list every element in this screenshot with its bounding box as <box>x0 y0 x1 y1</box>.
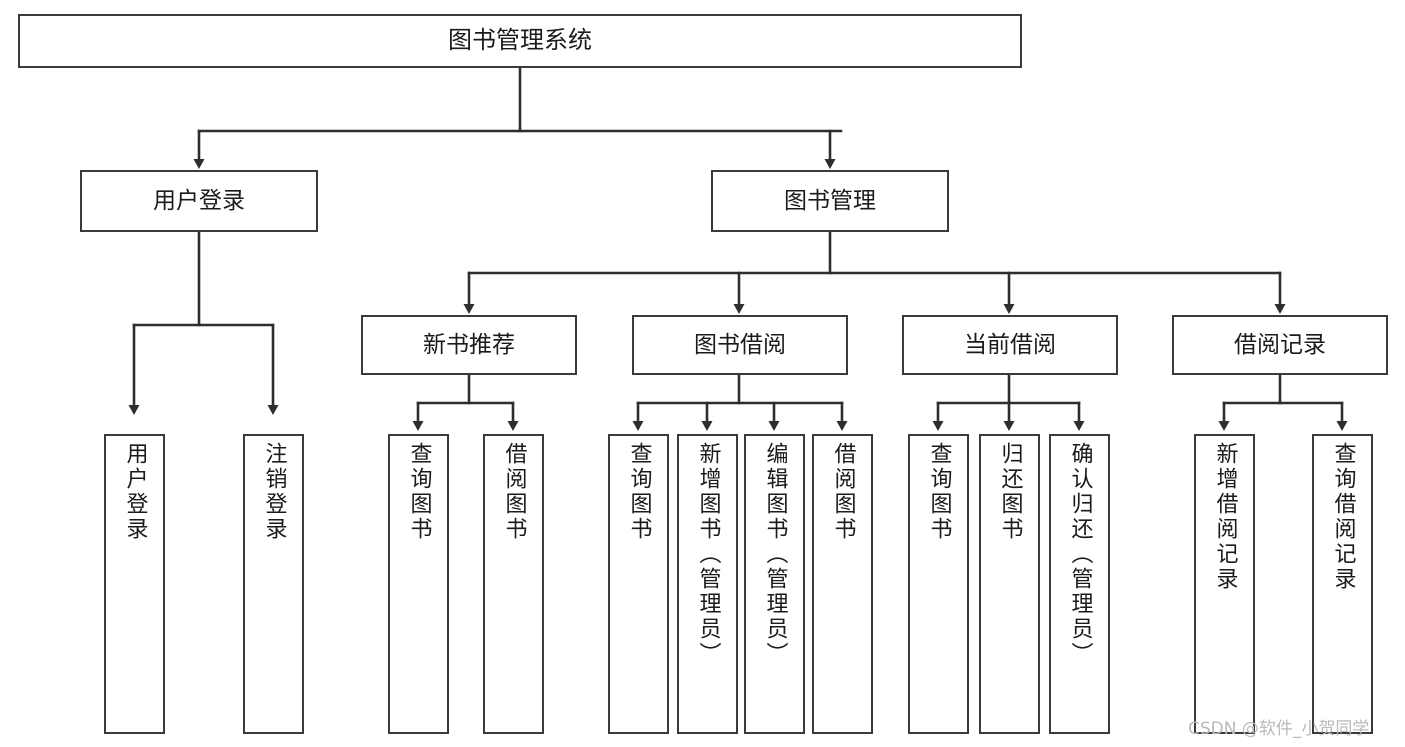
node-label: 图书管理 <box>784 187 876 214</box>
node-leaf-query-book-recommend[interactable]: 查询图书 <box>388 434 449 734</box>
node-book-borrow[interactable]: 图书借阅 <box>632 315 848 375</box>
node-label: 查询借阅记录 <box>1330 442 1356 592</box>
node-label: 查询图书 <box>626 442 652 542</box>
node-borrow-record[interactable]: 借阅记录 <box>1172 315 1388 375</box>
node-label: 用户登录 <box>122 442 148 542</box>
node-new-book-recommend[interactable]: 新书推荐 <box>361 315 577 375</box>
node-leaf-add-book-admin[interactable]: 新增图书（管理员） <box>677 434 738 734</box>
node-label: 查询图书 <box>406 442 432 542</box>
node-label: 新增借阅记录 <box>1212 442 1238 592</box>
node-label: 借阅图书 <box>830 442 856 542</box>
node-root-book-management-system[interactable]: 图书管理系统 <box>18 14 1022 68</box>
node-label: 借阅记录 <box>1234 331 1326 358</box>
node-leaf-add-borrow-record[interactable]: 新增借阅记录 <box>1194 434 1255 734</box>
node-label: 归还图书 <box>997 442 1023 542</box>
node-leaf-query-book-borrow[interactable]: 查询图书 <box>608 434 669 734</box>
node-label: 新增图书（管理员） <box>695 442 721 667</box>
node-label: 当前借阅 <box>964 331 1056 358</box>
node-leaf-confirm-return-admin[interactable]: 确认归还（管理员） <box>1049 434 1110 734</box>
node-user-login[interactable]: 用户登录 <box>80 170 318 232</box>
node-label: 编辑图书（管理员） <box>762 442 788 667</box>
node-label: 新书推荐 <box>423 331 515 358</box>
node-leaf-return-book[interactable]: 归还图书 <box>979 434 1040 734</box>
node-leaf-borrow-book[interactable]: 借阅图书 <box>812 434 873 734</box>
node-label: 用户登录 <box>153 187 245 214</box>
node-leaf-borrow-book-recommend[interactable]: 借阅图书 <box>483 434 544 734</box>
node-leaf-query-borrow-record[interactable]: 查询借阅记录 <box>1312 434 1373 734</box>
node-current-borrow[interactable]: 当前借阅 <box>902 315 1118 375</box>
node-label: 确认归还（管理员） <box>1067 442 1093 667</box>
node-leaf-edit-book-admin[interactable]: 编辑图书（管理员） <box>744 434 805 734</box>
node-label: 借阅图书 <box>501 442 527 542</box>
node-book-management[interactable]: 图书管理 <box>711 170 949 232</box>
node-label: 图书管理系统 <box>448 26 592 55</box>
node-leaf-query-book-current[interactable]: 查询图书 <box>908 434 969 734</box>
node-label: 注销登录 <box>261 442 287 542</box>
node-label: 查询图书 <box>926 442 952 542</box>
node-leaf-logout[interactable]: 注销登录 <box>243 434 304 734</box>
node-leaf-user-login[interactable]: 用户登录 <box>104 434 165 734</box>
node-label: 图书借阅 <box>694 331 786 358</box>
csdn-watermark: CSDN @软件_小贺同学 <box>1188 719 1370 739</box>
